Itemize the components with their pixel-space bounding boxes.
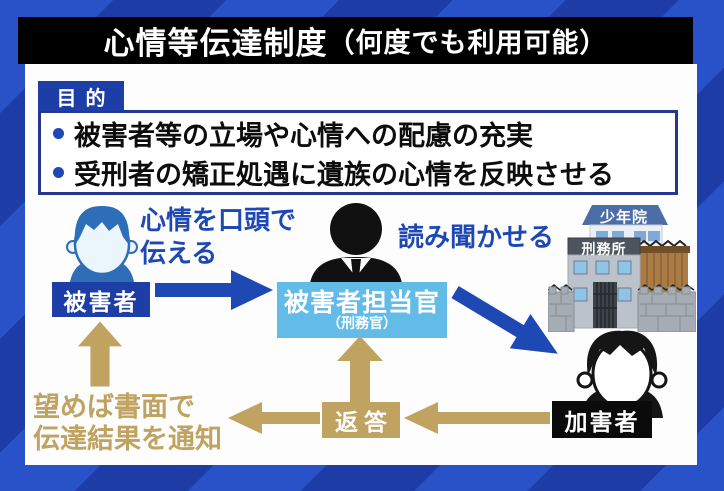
reply-label: 返答 xyxy=(322,402,400,438)
officer-avatar-icon xyxy=(304,200,408,295)
arrow-diagonal-icon xyxy=(444,273,570,373)
convey-text: 心情を口頭で 伝える xyxy=(140,204,296,269)
read-aloud-text: 読み聞かせる xyxy=(398,222,555,252)
title-banner: 心情等伝達制度（何度でも利用可能） xyxy=(18,17,693,64)
officer-label: 被害者担当官 （刑務官） xyxy=(277,282,447,338)
notify-text: 望めば書面で 伝達結果を通知 xyxy=(33,392,222,456)
arrow-up-notify-icon xyxy=(78,320,122,388)
prison-buildings-icon: 少年院 刑務所 xyxy=(548,198,696,332)
purpose-box: 被害者等の立場や心情への配慮の充実 受刑者の矯正処遇に遺族の心情を反映させる xyxy=(38,110,678,195)
prison-sign: 刑務所 xyxy=(581,241,627,257)
notify-text-line1: 望めば書面で xyxy=(33,392,195,422)
arrow-right-icon xyxy=(155,268,273,312)
purpose-bullet-row: 受刑者の矯正処遇に遺族の心情を反映させる xyxy=(53,153,675,192)
purpose-bullet-2: 受刑者の矯正処遇に遺族の心情を反映させる xyxy=(74,159,614,190)
purpose-bullet-1: 被害者等の立場や心情への配慮の充実 xyxy=(74,120,533,151)
arrow-up-reply-icon xyxy=(337,336,383,402)
officer-label-main: 被害者担当官 xyxy=(283,288,440,317)
notify-text-line2: 伝達結果を通知 xyxy=(33,423,222,454)
bullet-dot-icon xyxy=(53,127,64,139)
convey-text-line1: 心情を口頭で xyxy=(140,205,297,235)
bullet-dot-icon xyxy=(53,166,64,178)
page-title-note: （何度でも利用可能） xyxy=(327,28,608,58)
officer-label-sub: （刑務官） xyxy=(327,314,397,331)
convey-text-line2: 伝える xyxy=(140,237,218,268)
page-title: 心情等伝達制度 xyxy=(103,26,328,61)
purpose-bullet-row: 被害者等の立場や心情への配慮の充実 xyxy=(53,114,675,153)
purpose-tab: 目的 xyxy=(38,81,124,111)
juvenile-center-sign: 少年院 xyxy=(599,209,648,226)
offender-label: 加害者 xyxy=(552,401,652,438)
arrow-left-reply-icon xyxy=(404,401,550,435)
arrow-left-notify-icon xyxy=(228,401,320,435)
victim-label: 被害者 xyxy=(52,282,150,317)
